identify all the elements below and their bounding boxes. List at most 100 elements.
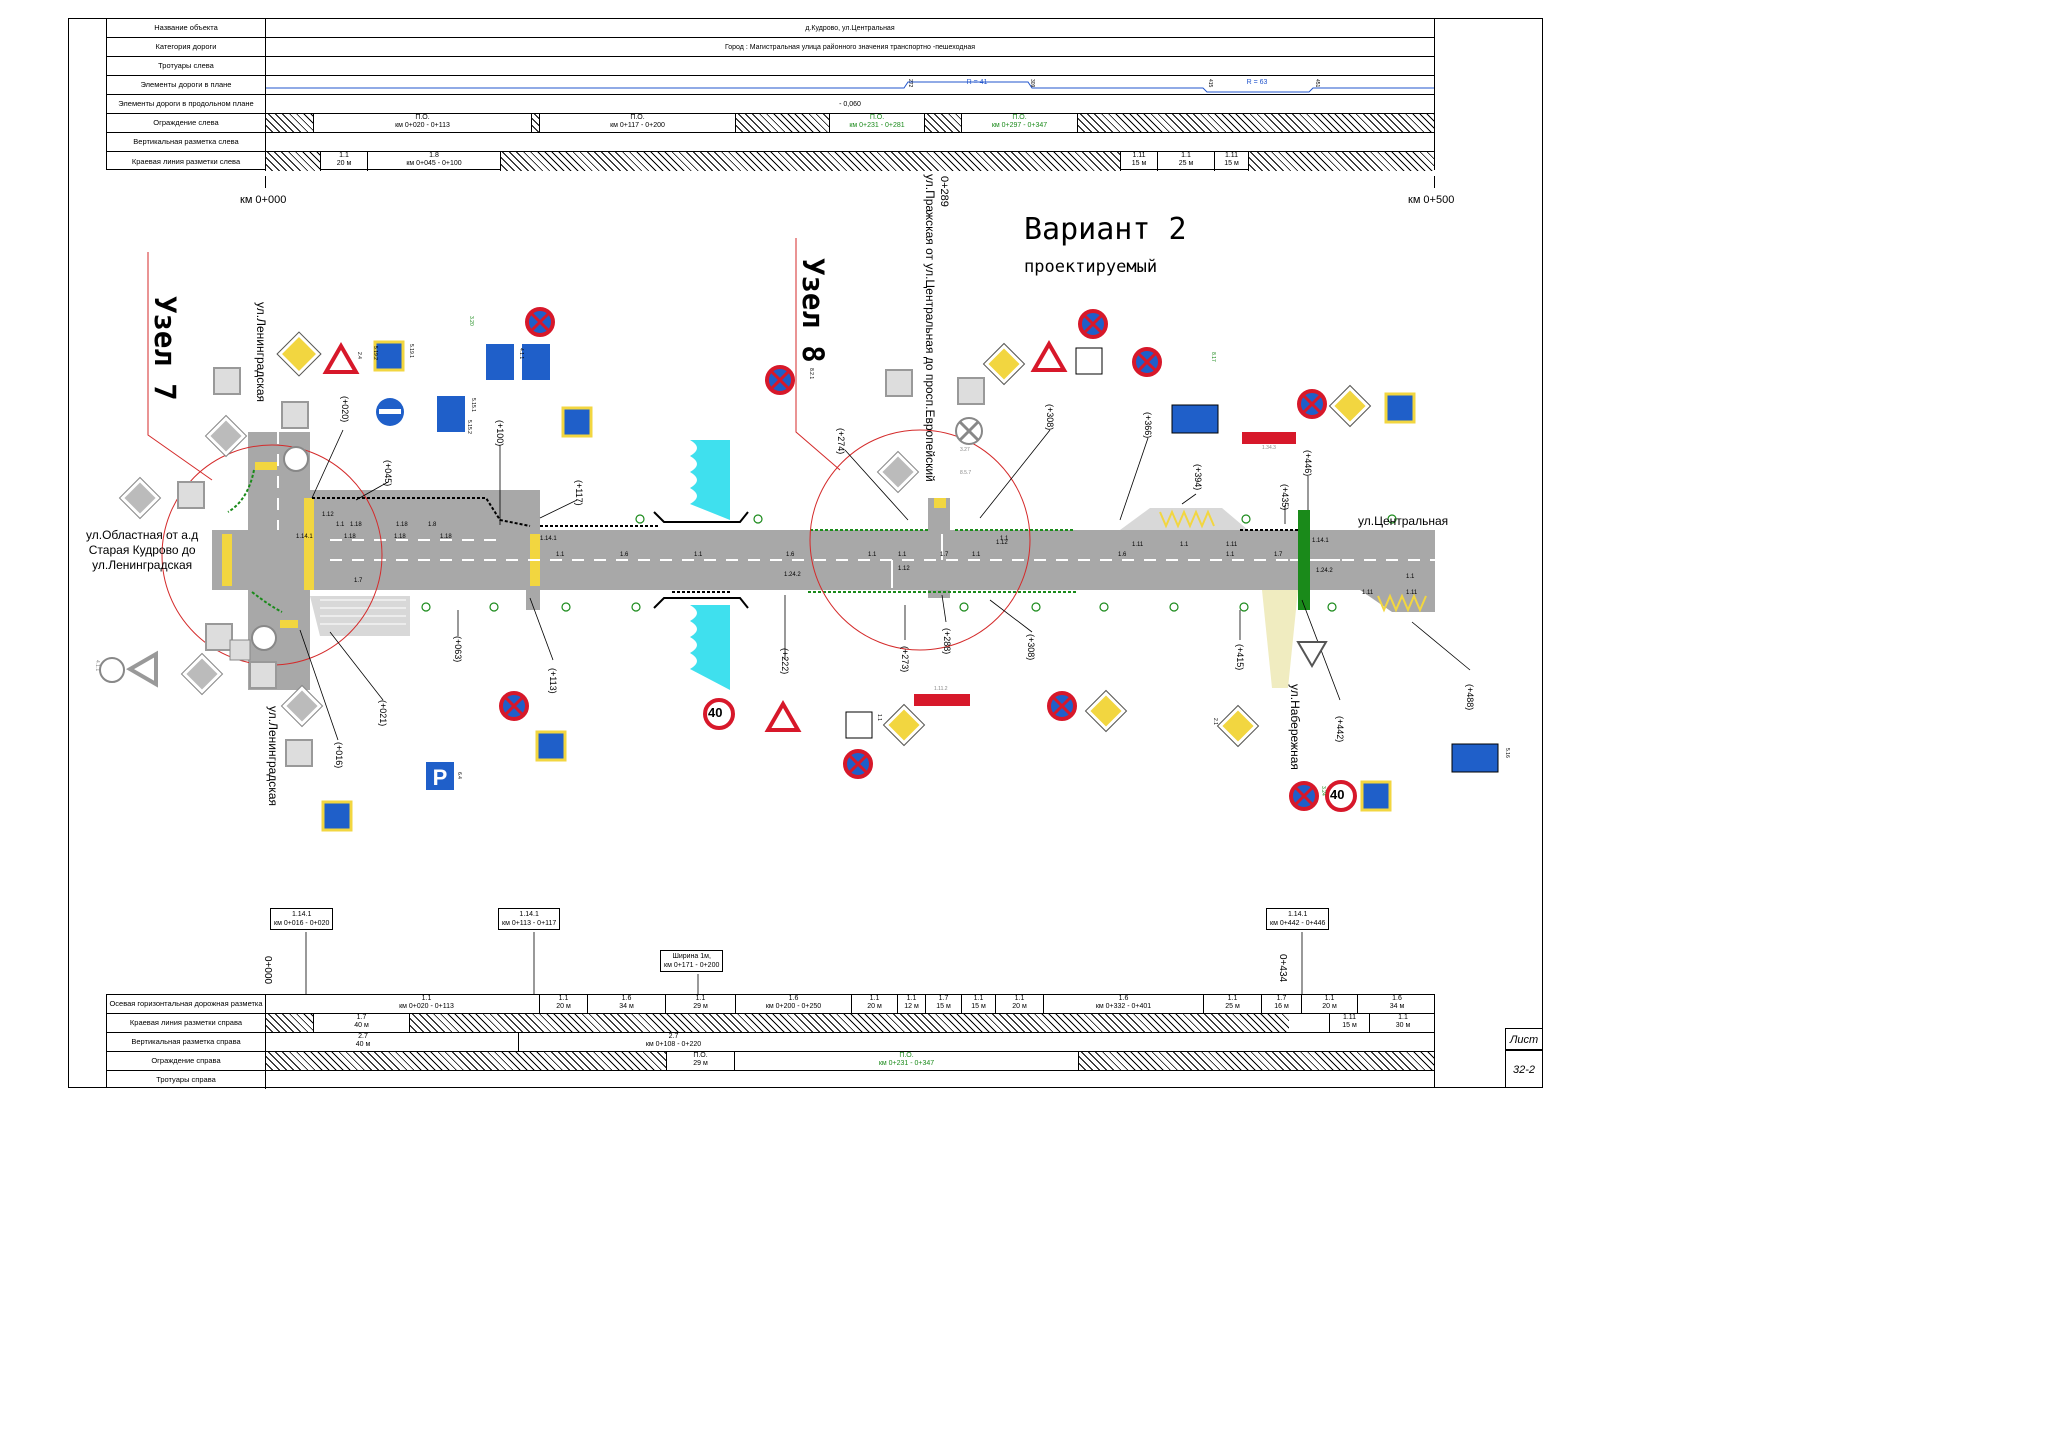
sign-code: 8.5.7: [960, 470, 972, 476]
green-barrier: [1298, 510, 1310, 610]
road-mark: 1.8: [428, 522, 437, 528]
yield-sign: [126, 650, 159, 688]
crosswalk-sign: [373, 340, 405, 372]
hatch: [266, 114, 313, 132]
road-category: Город : Магистральная улица районного зн…: [724, 44, 976, 51]
crosswalk-sign: [1384, 392, 1416, 424]
bus-stop-sign: [1451, 743, 1499, 773]
junction-layout-sign: [845, 711, 873, 739]
row-label: Тротуары слева: [107, 57, 266, 75]
header-row-object: Название объекта д.Кудрово, ул.Центральн…: [107, 19, 1434, 38]
crosswalk-sign: [285, 739, 313, 767]
end-restriction-sign: [283, 446, 309, 472]
yield-sign: [1030, 339, 1068, 372]
fence-segment: П.О.км 0+231 - 0+281: [829, 114, 924, 132]
scale-end: км 0+500: [1408, 194, 1455, 206]
object-name: д.Кудрово, ул.Центральная: [805, 25, 895, 32]
hatch: [500, 152, 1120, 171]
fence-segment: П.О.29 м: [666, 1052, 734, 1070]
crosswalk-sign: [885, 369, 913, 397]
road-mark: 1.18: [344, 534, 356, 540]
variant-title: Вариант 2: [1024, 212, 1187, 247]
header-row-profile: Элементы дороги в продольном плане - 0,0…: [107, 95, 1434, 114]
crosswalk-sign: [957, 377, 985, 405]
bus-stop-sign: [1171, 404, 1219, 434]
row-label: Категория дороги: [107, 38, 266, 56]
no-stopping-sign: [525, 307, 555, 337]
chevron-board: [1242, 432, 1296, 444]
fence-segment: П.О.км 0+020 - 0+113: [313, 114, 531, 132]
crosswalk-sign: [213, 367, 241, 395]
header-row-fence-left: Ограждение слева П.О.км 0+020 - 0+113 П.…: [107, 114, 1434, 133]
road-mark: 1.18: [440, 534, 452, 540]
lane-direction-sign: [522, 344, 550, 380]
road-mark: 1.11: [1362, 590, 1374, 596]
crosswalk-sign: [1360, 780, 1392, 812]
node-7-leader: [147, 252, 213, 481]
end-restriction-sign: [99, 657, 125, 683]
hatch: [1077, 114, 1434, 132]
crosswalk-sign: [205, 623, 233, 651]
fence-segment: П.О.км 0+231 - 0+347: [734, 1052, 1078, 1070]
bus-zigzag: [1159, 509, 1215, 529]
end-restriction-sign: [955, 417, 983, 445]
parking-sign: [426, 762, 454, 790]
road-mark: 1.14.1: [1312, 538, 1329, 544]
scale-tick-end: [1434, 176, 1435, 188]
hatch: [266, 1052, 666, 1070]
road-plan: [147, 238, 1471, 1030]
footer-table: Осевая горизонтальная дорожная разметка …: [106, 994, 1436, 1089]
curve-radius-1: R = 41: [966, 79, 988, 86]
bus-zigzag: [1377, 593, 1427, 613]
road-mark: 1.14.1: [540, 536, 557, 542]
road-mark: 1.18: [350, 522, 362, 528]
row-label: Тротуары справа: [107, 1071, 266, 1089]
parking-letter: P: [433, 765, 448, 790]
road-mark: 1.7: [354, 578, 363, 584]
road-mark: 1.14.1: [296, 534, 313, 540]
footer-row-fence-right: Ограждение справа П.О.29 м П.О.км 0+231 …: [107, 1052, 1434, 1071]
row-label: Элементы дороги в продольном плане: [107, 95, 266, 113]
river: [690, 605, 730, 690]
road-mark: 1.18: [396, 522, 408, 528]
junction-layout-sign: [1075, 347, 1103, 375]
callout-box: Ширина 1м,км 0+171 - 0+200: [660, 950, 724, 972]
row-label: Вертикальная разметка справа: [107, 1033, 266, 1051]
road-mark: 1.1: [556, 552, 565, 558]
bus-bay: [1360, 590, 1435, 612]
sheet-number: 32-2: [1505, 1050, 1543, 1088]
row-label: Ограждение слева: [107, 114, 266, 132]
road-mark: 1.11: [1406, 590, 1418, 596]
no-stopping-sign: [765, 365, 795, 395]
header-row-sidewalk-left: Тротуары слева: [107, 57, 1434, 76]
scale-tick-start: [265, 176, 266, 188]
crosswalk-sign: [321, 800, 353, 832]
road-mark: 1.1: [336, 522, 345, 528]
footer-row-sidewalk-right: Тротуары справа: [107, 1071, 1434, 1089]
fence-segment: П.О.км 0+117 - 0+200: [539, 114, 735, 132]
road-mark: 1.6: [1118, 552, 1127, 558]
road-mark: 1.7: [940, 552, 949, 558]
variant-subtitle: проектируемый: [1024, 257, 1158, 277]
plan-curve-line: [266, 81, 1434, 93]
header-table: Название объекта д.Кудрово, ул.Центральн…: [106, 18, 1435, 171]
hatch: [409, 1014, 1289, 1032]
road-mark: 1.1: [1180, 542, 1189, 548]
crosswalk-sign: [249, 661, 277, 689]
sign-code: 1.11.2: [934, 686, 948, 692]
